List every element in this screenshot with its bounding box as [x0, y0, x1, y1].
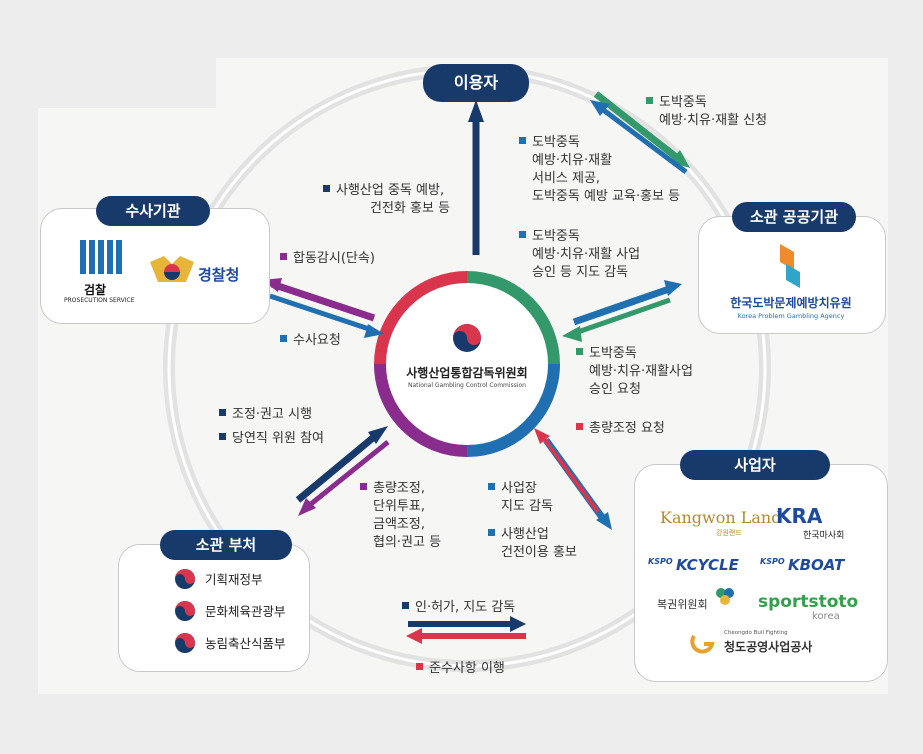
- police-emblem-icon: [146, 252, 198, 292]
- bullet-green: [646, 97, 653, 104]
- agency-name-ko: 한국도박문제예방치유원: [730, 296, 852, 310]
- kra-ko: 한국마사회: [803, 531, 845, 541]
- center-ring-green: [466, 271, 560, 365]
- arrow-center-to-investigation: [270, 280, 376, 322]
- arrow-center-to-user-head: [468, 100, 484, 122]
- note-center-to-operator-1: 사업장 지도 감독: [488, 480, 553, 516]
- bullet-purple: [360, 483, 367, 490]
- node-user: 이용자: [423, 64, 529, 102]
- taegeuk-icon: [174, 632, 196, 657]
- arrow-center-to-ministry: [304, 440, 390, 510]
- note-center-to-user: 사행산업 중독 예방, 건전화 홍보 등: [323, 182, 450, 218]
- cheongdo-en: Cheongdo Bull Fighting: [724, 630, 788, 636]
- agency-name-en: Korea Problem Gambling Agency: [737, 312, 845, 320]
- cheongdo-emblem-icon: [690, 632, 720, 660]
- center-name-ko: 사행산업통합감독위원회: [406, 366, 528, 380]
- cheongdo-ko: 청도공영사업공사: [724, 640, 813, 654]
- kra-logo: KRA: [776, 504, 823, 528]
- note-agency-to-center: 도박중독 예방·치유·재활사업 승인 요청: [576, 345, 693, 399]
- prosecution-en: PROSECUTION SERVICE: [64, 297, 135, 304]
- note-ministry-to-operator: 인·허가, 지도 감독: [402, 599, 515, 617]
- note-operator-to-center: 총량조정 요청: [576, 420, 665, 438]
- sportstoto-logo: sportstoto: [758, 592, 859, 612]
- bullet-blue: [488, 529, 495, 536]
- lottery-clover-icon: [714, 586, 736, 612]
- note-user-to-agency: 도박중독 예방·치유·재활 신청: [646, 94, 767, 130]
- ministry-item-finance: 기획재정부: [174, 568, 263, 593]
- center-ring-purple: [374, 363, 468, 457]
- arrow-center-to-agency: [572, 284, 674, 326]
- center-name-en: National Gambling Control Commission: [408, 382, 526, 389]
- bullet-green: [576, 348, 583, 355]
- note-operator-to-ministry: 준수사항 이행: [416, 660, 505, 678]
- bullet-navy: [219, 409, 226, 416]
- lottery-commission-logo: 복권위원회: [657, 598, 708, 611]
- arrow-investigation-to-center: [269, 293, 373, 333]
- agency-logo-icon: [776, 242, 806, 294]
- node-investigation: 수사기관: [96, 196, 210, 226]
- center-disc: [375, 272, 559, 456]
- node-public-agency: 소관 공공기관: [732, 202, 856, 232]
- prosecution-ko: 검찰: [84, 283, 107, 297]
- kcycle-mark: KSPO: [648, 557, 673, 566]
- bullet-blue: [488, 483, 495, 490]
- arrow-operator-to-center: [540, 434, 600, 514]
- prosecution-logo: [78, 238, 126, 278]
- center-ring-red: [374, 271, 468, 365]
- note-center-to-agency: 도박중독 예방·치유·재활 사업 승인 등 지도 감독: [519, 228, 640, 282]
- node-ministries: 소관 부처: [160, 530, 292, 560]
- arrow-ministry-to-center: [295, 429, 383, 503]
- center-ring-blue: [466, 363, 560, 457]
- bullet-blue: [519, 137, 526, 144]
- note-center-to-investigation: 합동감시(단속): [280, 250, 375, 268]
- kboat-mark: KSPO: [760, 557, 785, 566]
- taegeuk-icon: [174, 568, 196, 593]
- note-center-to-ministry: 총량조정, 단위투표, 금액조정, 협의·권고 등: [360, 480, 441, 552]
- panel-notch: [38, 58, 216, 108]
- police-label: 경찰청: [198, 266, 240, 284]
- bullet-navy: [323, 185, 330, 192]
- note-agency-to-user: 도박중독 예방·치유·재활 서비스 제공, 도박중독 예방 교육·홍보 등: [519, 134, 680, 206]
- ministry-item-culture: 문화체육관광부: [174, 600, 286, 625]
- note-center-to-operator-2: 사행산업 건전이용 홍보: [488, 526, 577, 562]
- operators-box: [634, 464, 888, 682]
- arrow-agency-to-user: [596, 104, 688, 174]
- bullet-blue: [519, 231, 526, 238]
- kcycle-logo: KCYCLE: [676, 556, 739, 574]
- node-operators: 사업자: [680, 450, 830, 480]
- ministry-label: 문화체육관광부: [205, 604, 286, 619]
- note-ministry-to-center-2: 당연직 위원 참여: [219, 430, 324, 448]
- arrow-user-to-agency: [593, 91, 683, 163]
- bullet-red: [416, 663, 423, 670]
- taegeuk-icon: [174, 600, 196, 625]
- kangwonland-ko: 강원랜드: [716, 529, 742, 537]
- bullet-red: [576, 423, 583, 430]
- note-ministry-to-center-1: 조정·권고 시행: [219, 406, 312, 424]
- kangwonland-logo: Kangwon Land: [660, 508, 782, 527]
- bullet-navy: [402, 602, 409, 609]
- bullet-navy: [219, 433, 226, 440]
- arrow-agency-to-center: [571, 297, 671, 337]
- ministry-label: 농림축산식품부: [205, 636, 286, 651]
- sportstoto-sub: korea: [812, 611, 840, 622]
- taegeuk-emblem: [453, 324, 481, 352]
- prosecution-emblem-icon: [80, 240, 122, 274]
- bullet-purple: [280, 253, 287, 260]
- ministry-label: 기획재정부: [205, 572, 263, 587]
- note-investigation-to-center: 수사요청: [280, 332, 341, 350]
- ministry-item-agriculture: 농림축산식품부: [174, 632, 286, 657]
- kboat-logo: KBOAT: [788, 556, 845, 574]
- bullet-blue: [280, 335, 287, 342]
